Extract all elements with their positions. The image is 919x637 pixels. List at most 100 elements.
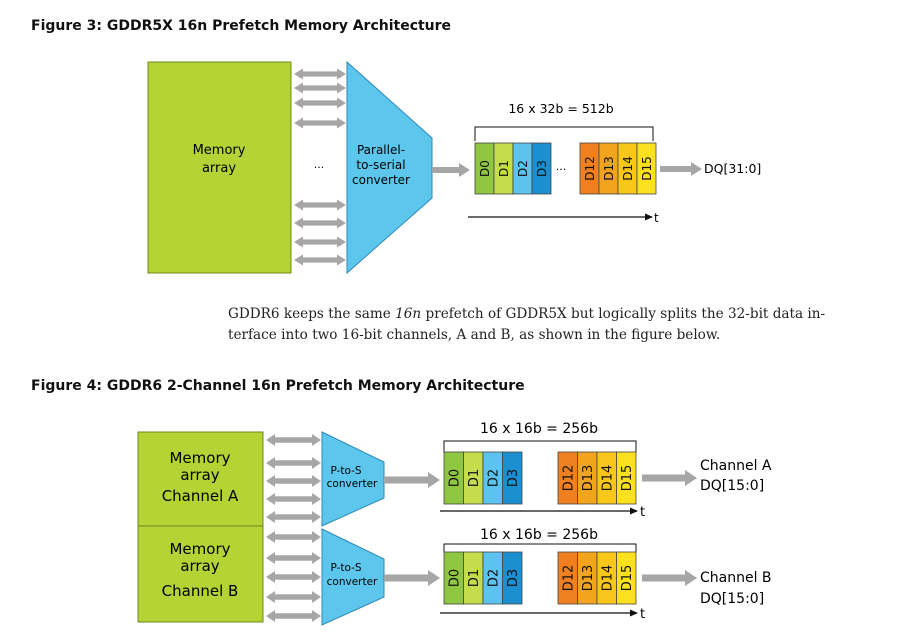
fig3-cell-label-d12: D12 xyxy=(583,156,597,181)
fig3-dq-label: DQ[31:0] xyxy=(704,161,761,176)
fig4-a-cell-label-d0: D0 xyxy=(447,469,462,487)
fig3-cells-to-dq-arrow xyxy=(660,162,702,176)
fig4-converter-output-arrows xyxy=(384,472,440,586)
paragraph-text-part1: GDDR6 keeps the same xyxy=(228,306,396,322)
fig4-bus-b-arrow-4 xyxy=(266,591,321,603)
fig3-converter-line2: to-serial xyxy=(356,158,405,172)
fig3-bus-arrow-2 xyxy=(294,82,346,94)
figure3-diagram: Memory array ... Parallel- to-serial con… xyxy=(147,60,761,275)
fig3-bus-arrow-1 xyxy=(294,68,346,80)
fig4-converter-a-line1: P-to-S xyxy=(330,465,361,477)
fig3-data-cells: D0 D1 D2 D3 D12 D13 D14 D15 xyxy=(474,142,657,195)
fig4-a-cell-label-d14: D14 xyxy=(600,465,615,492)
fig3-cell-label-d3: D3 xyxy=(535,160,549,177)
fig3-cell-d3 xyxy=(531,142,552,195)
fig3-converter-line3: converter xyxy=(352,173,410,187)
fig4-b-cell-label-d12: D12 xyxy=(561,565,576,592)
fig4-bus-arrows-b xyxy=(266,531,321,622)
fig4-memory-a-line1: Memory xyxy=(169,449,230,467)
fig4-b-cell-label-d14: D14 xyxy=(600,565,615,592)
fig4-bus-a-arrow-2 xyxy=(266,457,321,469)
fig4-bracket-a xyxy=(443,440,637,452)
fig4-a-cell-label-d1: D1 xyxy=(467,469,482,487)
fig3-bracket-label: 16 x 32b = 512b xyxy=(508,101,613,116)
figure4-title: Figure 4: GDDR6 2-Channel 16n Prefetch M… xyxy=(31,378,525,394)
fig3-cell-label-d15: D15 xyxy=(640,156,654,181)
fig3-cell-d15 xyxy=(636,142,657,195)
fig4-a-cell-label-d15: D15 xyxy=(620,465,635,492)
fig3-time-label: t xyxy=(654,211,659,225)
fig4-bus-b-arrow-1 xyxy=(266,531,321,543)
figure4-diagram: Memory array Channel A Memory array Chan… xyxy=(137,421,772,626)
fig4-a-cell-label-d12: D12 xyxy=(561,465,576,492)
fig4-bus-b-arrow-5 xyxy=(266,610,321,622)
fig3-dq-output-arrow xyxy=(660,162,702,176)
fig4-time-label-a: t xyxy=(640,505,645,520)
fig3-bracket xyxy=(474,126,654,141)
fig3-bus-arrow-4 xyxy=(294,117,346,129)
fig4-a-cell-label-d13: D13 xyxy=(581,465,596,492)
fig4-output-a-line2: DQ[15:0] xyxy=(700,478,764,494)
fig3-bus-arrow-7 xyxy=(294,236,346,248)
fig4-memory-b-line2: array xyxy=(180,557,219,575)
fig3-bus-arrow-8 xyxy=(294,254,346,266)
fig4-a-cell-label-d3: D3 xyxy=(506,469,521,487)
fig4-conv-b-to-cells-arrow xyxy=(384,570,440,586)
fig4-converter-b xyxy=(321,528,385,626)
fig4-b-cell-label-d15: D15 xyxy=(620,565,635,592)
fig4-memory-b-line1: Memory xyxy=(169,540,230,558)
fig3-cell-label-d14: D14 xyxy=(621,156,635,181)
fig4-bus-a-arrow-3 xyxy=(266,475,321,487)
fig4-b-cell-label-d1: D1 xyxy=(467,569,482,587)
fig4-converter-a-line2: converter xyxy=(327,478,378,490)
fig3-converter-output-arrow xyxy=(432,163,470,177)
fig4-converter-b-line1: P-to-S xyxy=(330,562,361,574)
fig4-bracket-label-a: 16 x 16b = 256b xyxy=(480,421,598,437)
body-paragraph: GDDR6 keeps the same 16n prefetch of GDD… xyxy=(228,304,868,346)
fig4-converter-a xyxy=(321,431,385,527)
fig4-output-b-line2: DQ[15:0] xyxy=(700,591,764,607)
fig4-bus-b-arrow-3 xyxy=(266,571,321,583)
fig3-cell-label-d2: D2 xyxy=(516,160,530,177)
fig4-b-cell-label-d0: D0 xyxy=(447,569,462,587)
fig4-output-b-line1: Channel B xyxy=(700,570,772,586)
paragraph-text-part2: prefetch of GDDR5X but logically splits … xyxy=(421,306,826,322)
fig4-a-cell-d3 xyxy=(502,451,523,505)
fig3-cell-label-d1: D1 xyxy=(497,160,511,177)
fig4-memory-a-line2: array xyxy=(180,466,219,484)
fig3-bus-arrow-5 xyxy=(294,199,346,211)
fig4-b-cell-label-d13: D13 xyxy=(581,565,596,592)
fig4-bus-a-arrow-5 xyxy=(266,511,321,523)
fig3-conv-to-cells-arrow xyxy=(432,163,470,177)
fig4-output-arrows xyxy=(642,470,697,586)
fig3-memory-array-block xyxy=(147,61,292,274)
fig4-time-label-b: t xyxy=(640,607,645,622)
fig4-memory-array-channel-b xyxy=(137,525,264,623)
fig4-b-cell-d15 xyxy=(616,551,637,605)
fig3-cell-label-d0: D0 xyxy=(478,160,492,177)
fig4-a-cell-d15 xyxy=(616,451,637,505)
fig4-memory-a-line3: Channel A xyxy=(162,487,239,505)
fig4-bus-a-arrow-1 xyxy=(266,434,321,446)
fig4-conv-a-to-cells-arrow xyxy=(384,472,440,488)
fig4-b-cell-d3 xyxy=(502,551,523,605)
fig4-b-cell-label-d3: D3 xyxy=(506,569,521,587)
fig3-bus-arrow-3 xyxy=(294,97,346,109)
fig3-converter-line1: Parallel- xyxy=(357,143,405,157)
figure3-title: Figure 3: GDDR5X 16n Prefetch Memory Arc… xyxy=(31,18,452,34)
fig4-a-cell-label-d2: D2 xyxy=(486,469,501,487)
fig3-bus-arrows xyxy=(294,68,346,266)
fig3-cell-label-d13: D13 xyxy=(602,156,616,181)
fig4-bracket-label-b: 16 x 16b = 256b xyxy=(480,527,598,543)
paragraph-italic-16n: 16n xyxy=(395,306,422,322)
fig4-bracket-b xyxy=(443,543,637,552)
fig4-bus-a-arrow-4 xyxy=(266,493,321,505)
fig4-bus-b-arrow-2 xyxy=(266,552,321,564)
fig3-bus-arrow-6 xyxy=(294,217,346,229)
fig4-memory-array-channel-a xyxy=(137,431,264,527)
fig4-converter-b-line2: converter xyxy=(327,576,378,588)
paragraph-text-line2: terface into two 16-bit channels, A and … xyxy=(228,327,721,343)
fig3-ellipsis-left: ... xyxy=(314,158,325,171)
